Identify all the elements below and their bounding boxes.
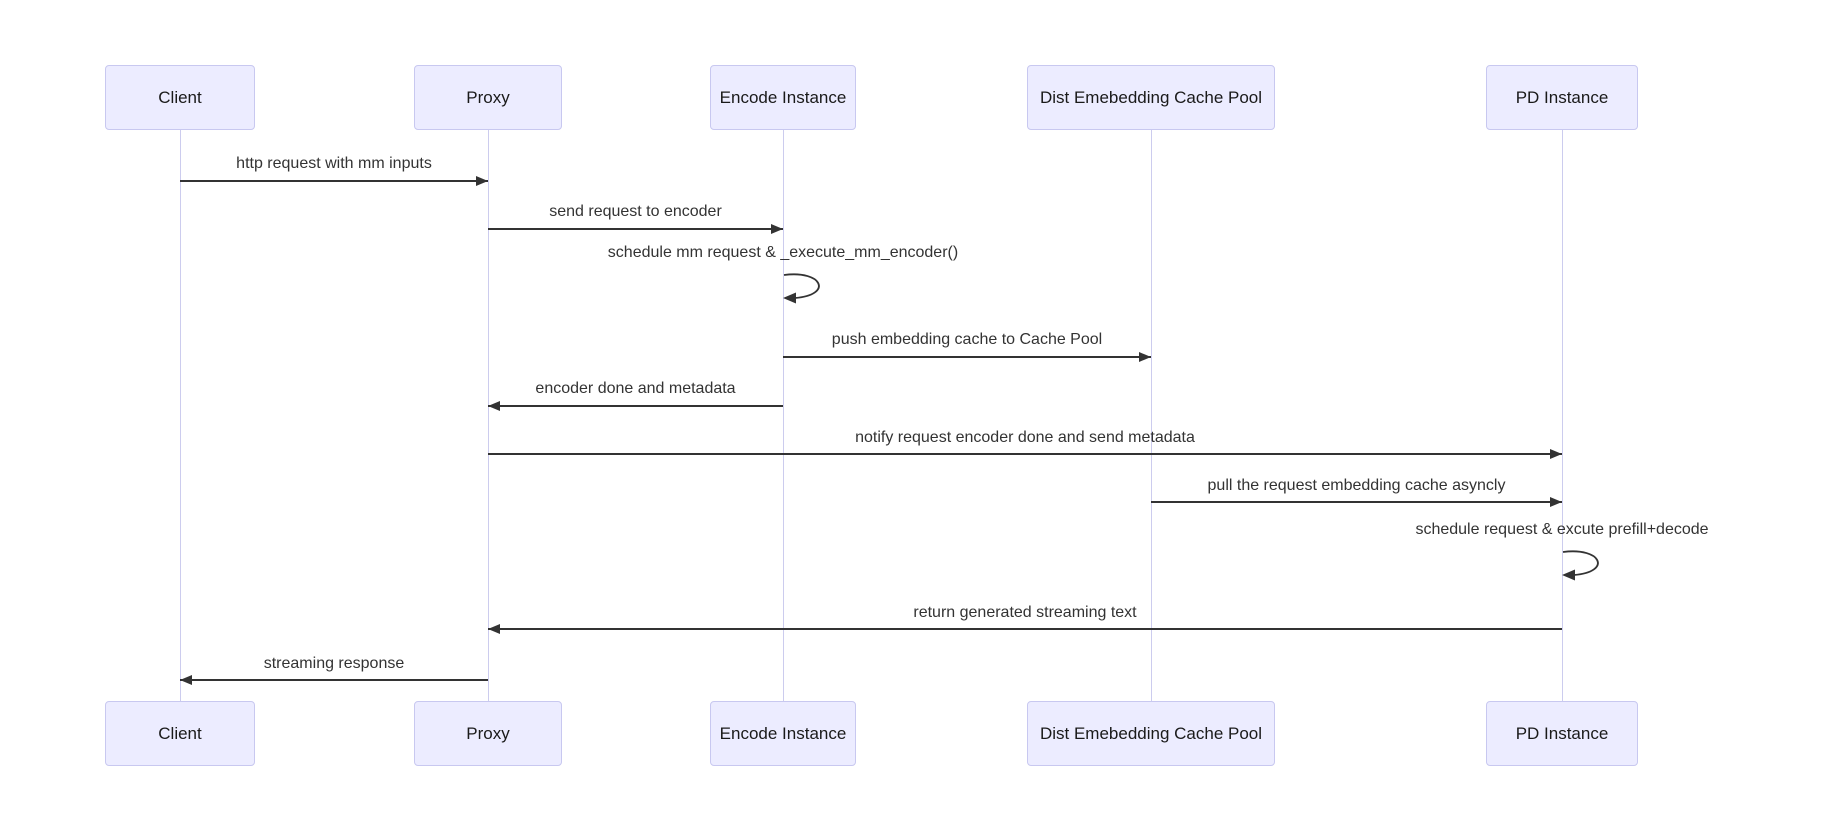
actor-label: PD Instance <box>1515 723 1609 743</box>
actor-label: Proxy <box>466 723 510 743</box>
lifeline-dist-embedding-cache-pool <box>1151 130 1152 701</box>
actor-label: Client <box>158 723 202 743</box>
actor-client-top: Client <box>105 65 255 130</box>
message-arrow <box>488 453 1562 455</box>
message-label: push embedding cache to Cache Pool <box>831 331 1103 348</box>
message-label: pull the request embedding cache asyncly <box>1207 477 1506 494</box>
actor-proxy-bottom: Proxy <box>414 701 562 766</box>
message-label: send request to encoder <box>549 203 722 220</box>
lifeline-client <box>180 130 181 701</box>
arrowhead-icon <box>1562 569 1575 581</box>
arrowhead-icon <box>180 675 192 685</box>
message-label: schedule mm request & _execute_mm_encode… <box>607 244 959 261</box>
arrowhead-icon <box>1550 449 1562 459</box>
arrowhead-icon <box>783 292 796 304</box>
message-arrow <box>180 180 488 182</box>
arrowhead-icon <box>476 176 488 186</box>
actor-label: PD Instance <box>1515 87 1609 107</box>
arrowhead-icon <box>771 224 783 234</box>
actor-encode-instance-bottom: Encode Instance <box>710 701 856 766</box>
message-arrow <box>1151 501 1562 503</box>
message-arrow <box>783 356 1151 358</box>
actor-proxy-top: Proxy <box>414 65 562 130</box>
message-arrow <box>488 628 1562 630</box>
actor-dist-embedding-cache-pool-top: Dist Emebedding Cache Pool <box>1027 65 1275 130</box>
actor-label: Encode Instance <box>719 723 847 743</box>
actor-label: Client <box>158 87 202 107</box>
lifeline-pd-instance <box>1562 130 1563 701</box>
message-label: schedule request & excute prefill+decode <box>1415 521 1709 538</box>
message-arrow <box>488 405 783 407</box>
self-loop-arrow <box>783 273 820 304</box>
actor-label: Dist Emebedding Cache Pool <box>1039 87 1263 107</box>
lifeline-encode-instance <box>783 130 784 701</box>
message-arrow <box>180 679 488 681</box>
message-label: return generated streaming text <box>913 604 1137 621</box>
lifeline-proxy <box>488 130 489 701</box>
actor-label: Encode Instance <box>719 87 847 107</box>
self-loop-arrow <box>1562 550 1599 581</box>
message-label: encoder done and metadata <box>535 380 736 397</box>
arrowhead-icon <box>1139 352 1151 362</box>
message-label: notify request encoder done and send met… <box>855 429 1195 446</box>
actor-label: Proxy <box>466 87 510 107</box>
message-label: streaming response <box>263 655 405 672</box>
arrowhead-icon <box>488 624 500 634</box>
arrowhead-icon <box>1550 497 1562 507</box>
actor-client-bottom: Client <box>105 701 255 766</box>
actor-label: Dist Emebedding Cache Pool <box>1039 723 1263 743</box>
actor-encode-instance-top: Encode Instance <box>710 65 856 130</box>
actor-pd-instance-bottom: PD Instance <box>1486 701 1638 766</box>
actor-dist-embedding-cache-pool-bottom: Dist Emebedding Cache Pool <box>1027 701 1275 766</box>
actor-pd-instance-top: PD Instance <box>1486 65 1638 130</box>
message-arrow <box>488 228 783 230</box>
arrowhead-icon <box>488 401 500 411</box>
message-label: http request with mm inputs <box>236 155 432 172</box>
